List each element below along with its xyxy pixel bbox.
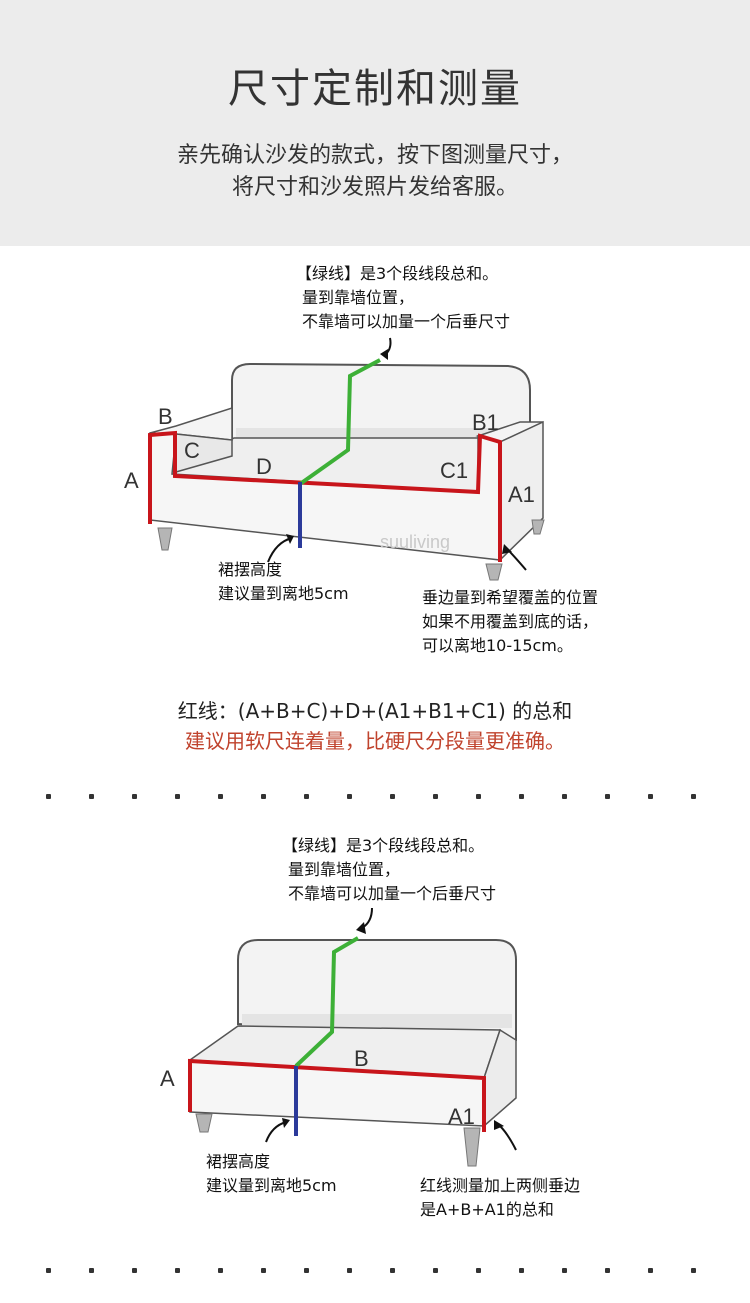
green-line-note-2: 【绿线】是3个段线段总和。 量到靠墙位置， 不靠墙可以加量一个后垂尺寸 <box>282 834 496 906</box>
sofa-backrest <box>231 362 531 442</box>
drop-note-1: 垂边量到希望覆盖的位置 如果不用覆盖到底的话， 可以离地10-15cm。 <box>422 586 598 658</box>
note-line: 可以离地10-15cm。 <box>422 636 573 655</box>
dotted-separator <box>46 794 706 800</box>
skirt-note-2: 裙摆高度 建议量到离地5cm <box>206 1150 337 1198</box>
label-D: D <box>256 454 272 479</box>
arrow-to-skirt <box>265 1121 287 1143</box>
label-A: A <box>124 468 139 493</box>
subtitle-line-1: 亲先确认沙发的款式，按下图测量尺寸， <box>176 143 573 168</box>
note-line: 建议量到离地5cm <box>206 1176 337 1195</box>
arrow-head <box>494 1120 504 1130</box>
note-line: 量到靠墙位置， <box>302 288 415 307</box>
red-line-note-2: 红线测量加上两侧垂边 是A+B+A1的总和 <box>420 1174 580 1222</box>
green-measure-line <box>298 358 381 486</box>
green-measure-line <box>294 936 360 1068</box>
note-line: 量到靠墙位置， <box>288 860 401 879</box>
dotted-separator <box>46 1268 706 1274</box>
note-line: 是A+B+A1的总和 <box>420 1200 554 1219</box>
note-line: 建议量到离地5cm <box>218 584 349 603</box>
note-line: 裙摆高度 <box>206 1152 271 1171</box>
sofa-leg <box>485 563 503 581</box>
note-line: 不靠墙可以加量一个后垂尺寸 <box>288 884 497 903</box>
label-B1: B1 <box>472 410 499 435</box>
arrow-head <box>356 922 366 934</box>
arrow-head <box>380 349 388 360</box>
page-title: 尺寸定制和测量 <box>228 66 522 112</box>
note-line: 垂边量到希望覆盖的位置 <box>422 588 599 607</box>
formula-line-2: 建议用软尺连着量，比硬尺分段量更准确。 <box>185 729 565 753</box>
arrow-head <box>502 544 512 554</box>
sofa-leg <box>195 1113 213 1133</box>
red-measure-line <box>188 1058 486 1132</box>
skirt-note-1: 裙摆高度 建议量到离地5cm <box>218 558 349 606</box>
label-C1: C1 <box>440 458 468 483</box>
sofa-diagram-2: A B A1 <box>160 907 517 1167</box>
backrest-inner-shade <box>242 1014 512 1028</box>
label-A: A <box>160 1066 175 1091</box>
subtitle-line-2: 将尺寸和沙发照片发给客服。 <box>231 175 518 200</box>
note-line: 不靠墙可以加量一个后垂尺寸 <box>302 312 511 331</box>
note-line: 如果不用覆盖到底的话， <box>422 612 599 631</box>
sofa-leg <box>463 1127 481 1167</box>
label-C: C <box>184 438 200 463</box>
arrow-head <box>282 1118 290 1128</box>
note-line: 【绿线】是3个段线段总和。 <box>296 264 499 283</box>
sofa-diagram-1: B C A D B1 C1 A1 suuliving <box>124 337 545 581</box>
sofa-leg <box>531 519 545 535</box>
label-A1: A1 <box>448 1104 475 1129</box>
label-A1: A1 <box>508 482 535 507</box>
page-subtitle: 亲先确认沙发的款式，按下图测量尺寸， 将尺寸和沙发照片发给客服。 <box>0 140 750 204</box>
sofa-leg <box>157 527 173 551</box>
red-measure-line <box>148 430 502 562</box>
arrow-to-drop <box>507 549 527 571</box>
label-B: B <box>354 1046 369 1071</box>
formula-line-1: 红线：(A+B+C)+D+(A1+B1+C1) 的总和 <box>177 699 573 723</box>
label-B: B <box>158 404 173 429</box>
header-banner: 尺寸定制和测量 亲先确认沙发的款式，按下图测量尺寸， 将尺寸和沙发照片发给客服。 <box>0 0 750 246</box>
note-line: 裙摆高度 <box>218 560 283 579</box>
formula-block: 红线：(A+B+C)+D+(A1+B1+C1) 的总和 建议用软尺连着量，比硬尺… <box>0 696 750 756</box>
arrow-head <box>286 534 294 544</box>
arrow-to-red-drop <box>499 1125 517 1151</box>
note-line: 红线测量加上两侧垂边 <box>420 1176 581 1195</box>
green-line-note-1: 【绿线】是3个段线段总和。 量到靠墙位置， 不靠墙可以加量一个后垂尺寸 <box>296 262 510 334</box>
note-line: 【绿线】是3个段线段总和。 <box>282 836 485 855</box>
watermark: suuliving <box>380 532 450 552</box>
